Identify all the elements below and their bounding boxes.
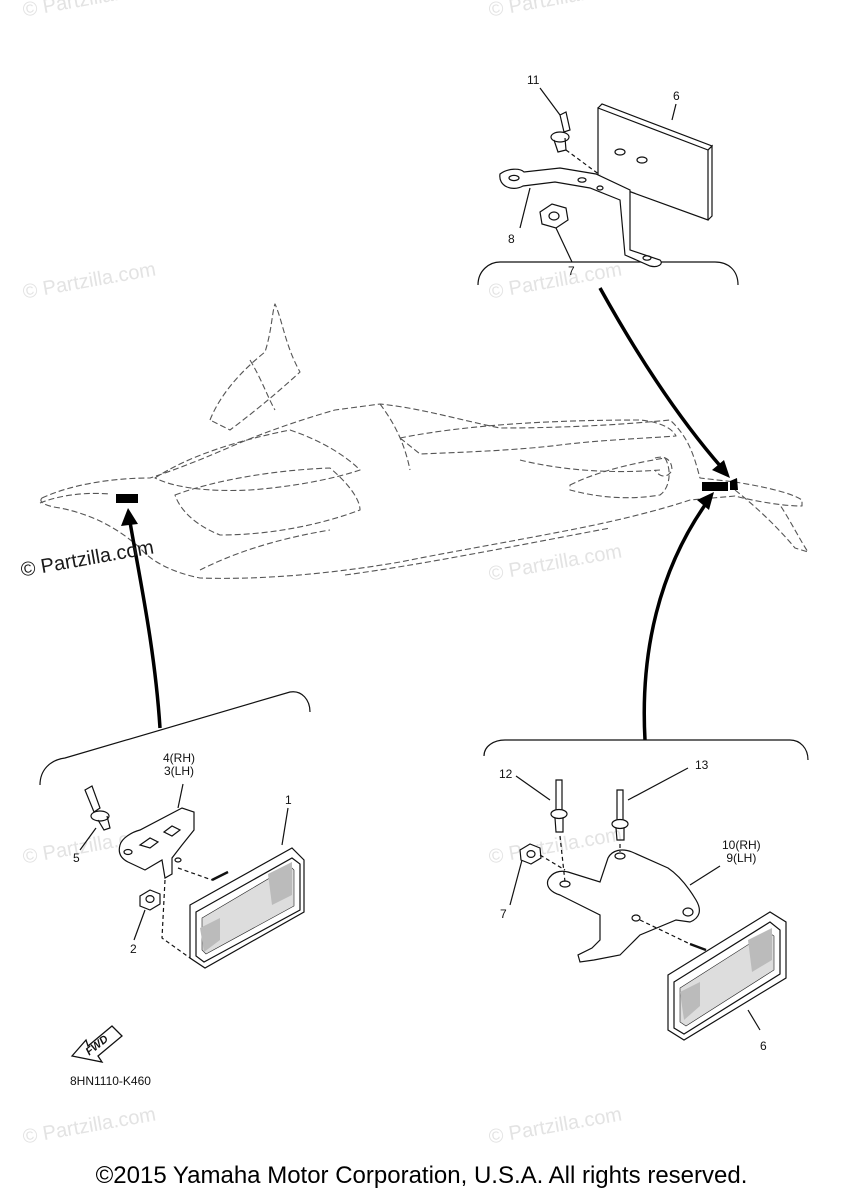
forward-direction-arrow: FWD — [70, 1025, 123, 1063]
callout-11: 11 — [527, 73, 540, 87]
reflector-plate — [597, 107, 709, 221]
bottom-right-inset-rear-reflector — [483, 739, 809, 1041]
callout-1: 1 — [285, 793, 292, 807]
bottom-left-inset-front-reflector — [39, 691, 311, 969]
copyright-notice: ©2015 Yamaha Motor Corporation, U.S.A. A… — [95, 1162, 748, 1189]
rear-reflector-marker — [702, 482, 728, 491]
callout-7-bottom: 7 — [500, 907, 507, 921]
callout-5: 5 — [73, 851, 80, 865]
rear-reflector-marker-tip — [730, 478, 738, 490]
callout-9-10: 10(RH) 9(LH) — [722, 838, 761, 865]
callout-6-top: 6 — [673, 89, 680, 103]
pointer-arrows — [121, 287, 730, 741]
diagram-part-code: 8HN1110-K460 — [70, 1074, 151, 1088]
callout-7-top: 7 — [568, 264, 575, 278]
callout-8: 8 — [508, 232, 515, 246]
top-inset-rear-reflector — [477, 87, 739, 286]
front-reflector-marker — [116, 494, 138, 503]
snowmobile-outline — [39, 303, 809, 579]
callout-3-4: 4(RH) 3(LH) — [163, 751, 195, 778]
callout-6-bottom: 6 — [760, 1039, 767, 1053]
callout-13: 13 — [695, 758, 709, 772]
callout-12: 12 — [499, 767, 513, 781]
callout-2: 2 — [130, 942, 137, 956]
